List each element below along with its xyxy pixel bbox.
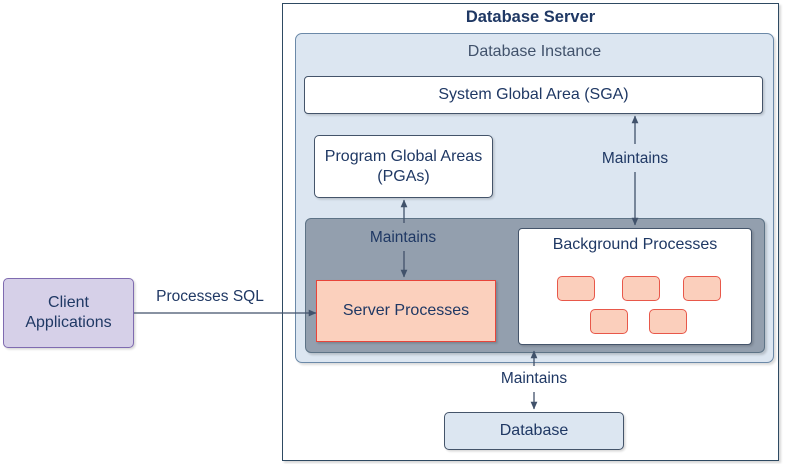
client-applications-box: Client Applications [3,278,134,348]
background-process-icon-4 [590,309,628,334]
database-instance-title: Database Instance [467,43,602,60]
edge-label-maintains-sga: Maintains [601,150,669,167]
background-process-icon-1 [557,276,595,301]
background-processes-title: Background Processes [552,236,718,253]
edge-label-maintains-pga: Maintains [369,229,437,246]
system-global-area-box: System Global Area (SGA) [304,76,763,114]
database-server-title: Database Server [465,8,596,26]
database-box: Database [444,412,624,450]
edge-label-maintains-db: Maintains [500,370,568,387]
server-processes-box: Server Processes [316,280,496,342]
background-process-icon-3 [683,276,721,301]
background-process-icon-2 [622,276,660,301]
program-global-areas-box: Program Global Areas (PGAs) [314,135,493,198]
background-process-icon-5 [649,309,687,334]
edge-label-processes-sql: Processes SQL [156,288,264,305]
